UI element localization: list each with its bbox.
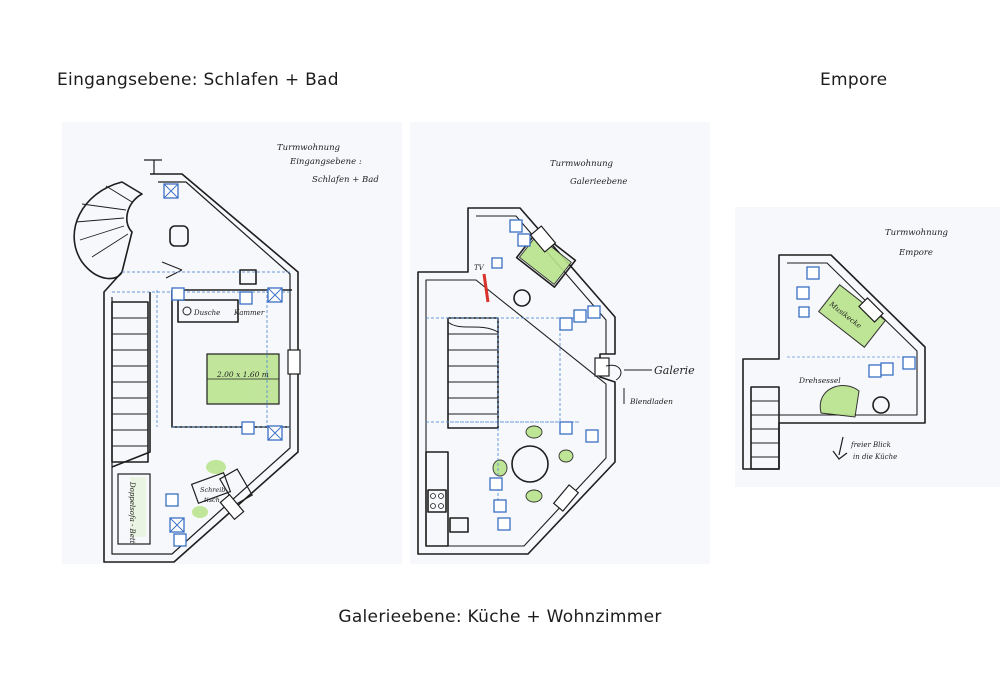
gallery-floorplan: Turmwohnung Galerieebene TV Galerie Blen…	[417, 159, 695, 555]
chair-label: tisch	[204, 496, 220, 504]
view-arrow	[832, 436, 848, 460]
tv-label: TV	[474, 264, 485, 272]
chair-4	[525, 489, 543, 503]
toilet	[169, 225, 189, 247]
window	[239, 291, 253, 305]
galerie-label: Galerie	[654, 364, 695, 377]
gallery-level-caption: Galerieebene: Küche + Wohnzimmer	[338, 607, 662, 627]
outer-wall	[417, 207, 616, 555]
side-table	[513, 289, 531, 307]
entry-floorplan: Turmwohnung Eingangsebene : Schlafen + B…	[73, 143, 379, 563]
inner-wall	[111, 181, 291, 555]
outer-wall	[742, 254, 926, 470]
chair	[219, 468, 253, 506]
plant-1	[206, 460, 226, 474]
spiral-stair	[73, 181, 143, 280]
chair-3	[558, 449, 574, 463]
empore-sketch: Turmwohnung Empore Musikecke Drehsessel …	[735, 207, 1000, 487]
empore-title-2: Empore	[898, 248, 933, 258]
side-table	[872, 396, 890, 414]
sofa	[117, 473, 151, 545]
inner-wall	[779, 262, 918, 416]
shower	[177, 299, 239, 323]
view-line-2: in die Küche	[853, 453, 897, 461]
tv	[482, 273, 490, 303]
sofa-label: Doppelsofa - Bett	[128, 481, 136, 544]
window	[241, 421, 255, 435]
window	[173, 533, 187, 547]
kitchen-counter	[425, 451, 449, 547]
shower-label: Dusche	[193, 309, 220, 317]
gallery-title-2: Galerieebene	[570, 177, 627, 187]
stove	[427, 489, 447, 513]
plant-2	[192, 506, 208, 518]
desk-label: Schreib-	[200, 486, 228, 494]
entry-title-2: Eingangsebene :	[289, 157, 362, 167]
entry-level-caption: Eingangsebene: Schlafen + Bad	[57, 70, 339, 90]
blende-label: Blendladen	[629, 397, 673, 406]
gallery-level-sketch: Turmwohnung Galerieebene TV Galerie Blen…	[410, 122, 710, 564]
entry-title-1: Turmwohnung	[277, 143, 341, 153]
table-green	[130, 477, 146, 537]
armchair	[819, 385, 860, 418]
window	[171, 287, 185, 301]
empore-title-1: Turmwohnung	[885, 228, 949, 238]
armchair-label: Drehsessel	[798, 376, 841, 385]
empore-caption: Empore	[820, 70, 888, 90]
empore-floorplan: Turmwohnung Empore Musikecke Drehsessel …	[742, 228, 949, 470]
stair	[447, 317, 499, 429]
chair-1	[525, 425, 543, 439]
washbasin	[239, 269, 257, 285]
inner-wall	[425, 215, 607, 547]
bed-label: 2.00 x 1.60 m	[216, 370, 269, 379]
view-line-1: freier Blick	[850, 441, 891, 449]
closet-label: Kammer	[233, 309, 265, 317]
dining-table	[511, 445, 549, 483]
entry-title-3: Schlafen + Bad	[312, 175, 379, 185]
desk	[190, 472, 232, 504]
gallery-title-1: Turmwohnung	[550, 159, 614, 169]
entry-level-sketch: Turmwohnung Eingangsebene : Schlafen + B…	[62, 122, 402, 564]
window	[165, 493, 179, 507]
chair-2	[492, 459, 508, 477]
